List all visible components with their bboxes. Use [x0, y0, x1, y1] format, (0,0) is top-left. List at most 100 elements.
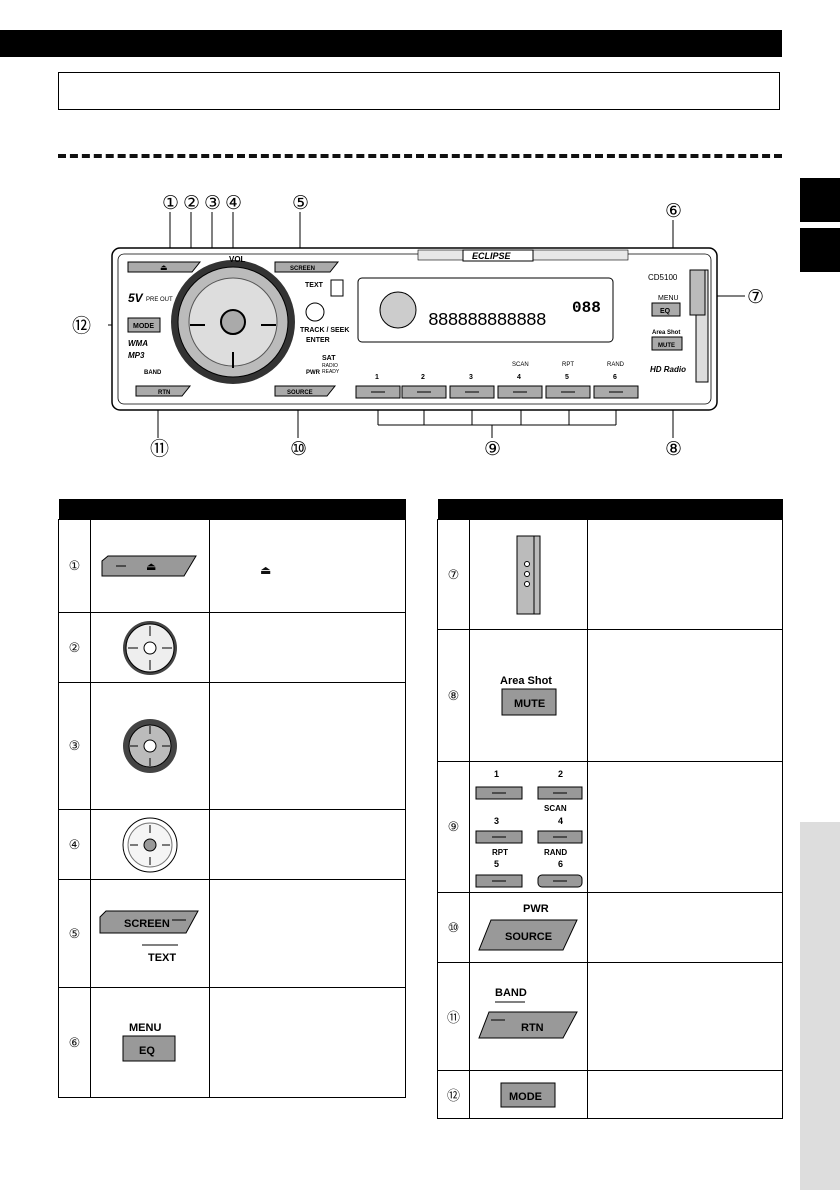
mute-button[interactable] [651, 336, 683, 351]
mode-button-illustration: MODE [500, 1082, 555, 1107]
vol-knob-illustration [123, 620, 177, 675]
svg-text:RADIO: RADIO [322, 363, 338, 369]
callout-12: ⑫ [72, 315, 91, 337]
svg-text:MODE: MODE [509, 1091, 542, 1103]
callout-3: ③ [204, 193, 221, 214]
svg-text:5: 5 [494, 859, 499, 869]
svg-text:4: 4 [558, 816, 563, 826]
svg-text:SOURCE: SOURCE [505, 931, 552, 943]
svg-text:3: 3 [494, 816, 499, 826]
track-ring-illustration [123, 719, 177, 773]
svg-text:EQ: EQ [660, 308, 671, 315]
svg-text:MENU: MENU [129, 1022, 161, 1034]
callout-9: ⑨ [484, 439, 501, 460]
svg-text:SAT: SAT [322, 355, 336, 362]
callout-7: ⑦ [747, 287, 764, 308]
svg-text:1: 1 [494, 769, 499, 779]
svg-text:RTN: RTN [521, 1022, 544, 1034]
source-button-illustration: PWR SOURCE [477, 903, 578, 950]
detach-button-illustration [516, 535, 540, 614]
svg-text:Area Shot: Area Shot [652, 330, 680, 336]
row-num: ① [58, 519, 91, 613]
svg-text:PRE OUT: PRE OUT [146, 297, 173, 303]
mode-button[interactable] [127, 317, 161, 333]
preset-label-5: 5 [565, 374, 569, 381]
svg-text:BAND: BAND [495, 987, 527, 999]
svg-text:5V: 5V [128, 291, 144, 305]
title-box [58, 72, 780, 110]
detach-panel-button[interactable] [689, 269, 706, 316]
model-label: CD5100 [648, 273, 678, 282]
section-divider [58, 154, 782, 158]
side-tab-2 [800, 228, 840, 272]
svg-text:MENU: MENU [658, 295, 679, 302]
svg-text:RTN: RTN [158, 390, 170, 396]
callout-6: ⑥ [665, 201, 682, 222]
vol-label: VOL [229, 255, 246, 264]
svg-text:SCAN: SCAN [512, 362, 529, 368]
lcd-segment-text: 888888888888 [428, 311, 546, 331]
menu-eq-illustration: MENU EQ [122, 1022, 176, 1061]
eject-button[interactable] [127, 261, 202, 273]
svg-text:READY: READY [322, 369, 340, 375]
callout-1: ① [162, 193, 179, 214]
preset-label-6: 6 [613, 374, 617, 381]
preset-label-3: 3 [469, 374, 473, 381]
svg-text:WMA: WMA [128, 339, 148, 348]
svg-text:RAND: RAND [607, 362, 625, 368]
screen-button-illustration: SCREEN TEXT [99, 910, 199, 964]
enter-button-illustration [122, 817, 178, 872]
svg-text:TRACK / SEEK: TRACK / SEEK [300, 327, 349, 334]
svg-text:MUTE: MUTE [658, 343, 675, 349]
screen-button[interactable] [274, 261, 340, 273]
svg-text:⏏: ⏏ [146, 561, 156, 573]
brand-logo: ECLIPSE [472, 251, 512, 261]
svg-text:PWR: PWR [306, 370, 321, 376]
svg-text:MODE: MODE [133, 323, 154, 330]
svg-text:SCAN: SCAN [544, 804, 567, 813]
callout-5: ⑤ [292, 193, 309, 214]
callout-2: ② [183, 193, 200, 214]
source-button[interactable] [274, 385, 337, 397]
svg-text:BAND: BAND [144, 370, 162, 376]
svg-text:EQ: EQ [139, 1045, 155, 1057]
rtn-button-illustration: BAND RTN [477, 987, 578, 1038]
rtn-button[interactable] [135, 385, 192, 397]
enter-button[interactable] [220, 309, 246, 335]
callout-10: ⑩ [290, 439, 307, 460]
svg-text:SCREEN: SCREEN [290, 266, 315, 272]
svg-text:2: 2 [558, 769, 563, 779]
svg-text:RAND: RAND [544, 848, 567, 857]
svg-text:088: 088 [572, 299, 601, 317]
eject-button-illustration: ⏏ [101, 555, 197, 577]
svg-text:⏏: ⏏ [160, 263, 168, 272]
svg-text:RPT: RPT [492, 848, 508, 857]
eq-button[interactable] [651, 302, 681, 317]
svg-text:Area Shot: Area Shot [500, 675, 552, 687]
svg-text:6: 6 [558, 859, 563, 869]
svg-text:TEXT: TEXT [305, 282, 324, 289]
preset-label-2: 2 [421, 374, 425, 381]
callout-11: ⑪ [150, 438, 169, 460]
svg-text:MUTE: MUTE [514, 698, 545, 710]
svg-text:SOURCE: SOURCE [287, 390, 313, 396]
svg-text:RPT: RPT [562, 362, 574, 368]
side-tab-1 [800, 178, 840, 222]
preset-label-4: 4 [517, 374, 521, 381]
preset-label-1: 1 [375, 374, 379, 381]
svg-text:ENTER: ENTER [306, 337, 330, 344]
eject-symbol: ⏏ [260, 563, 272, 577]
callout-4: ④ [225, 193, 242, 214]
preset-buttons-illustration: 1 2 SCAN 3 4 RPT RAND 5 6 [475, 769, 582, 887]
svg-text:PWR: PWR [523, 903, 549, 915]
svg-text:MP3: MP3 [128, 351, 145, 360]
svg-text:TEXT: TEXT [148, 952, 176, 964]
callout-8: ⑧ [665, 439, 682, 460]
svg-text:HD Radio: HD Radio [650, 365, 686, 374]
side-tab-grey [800, 822, 840, 1190]
svg-text:SCREEN: SCREEN [124, 918, 170, 930]
header-bar [0, 30, 782, 57]
